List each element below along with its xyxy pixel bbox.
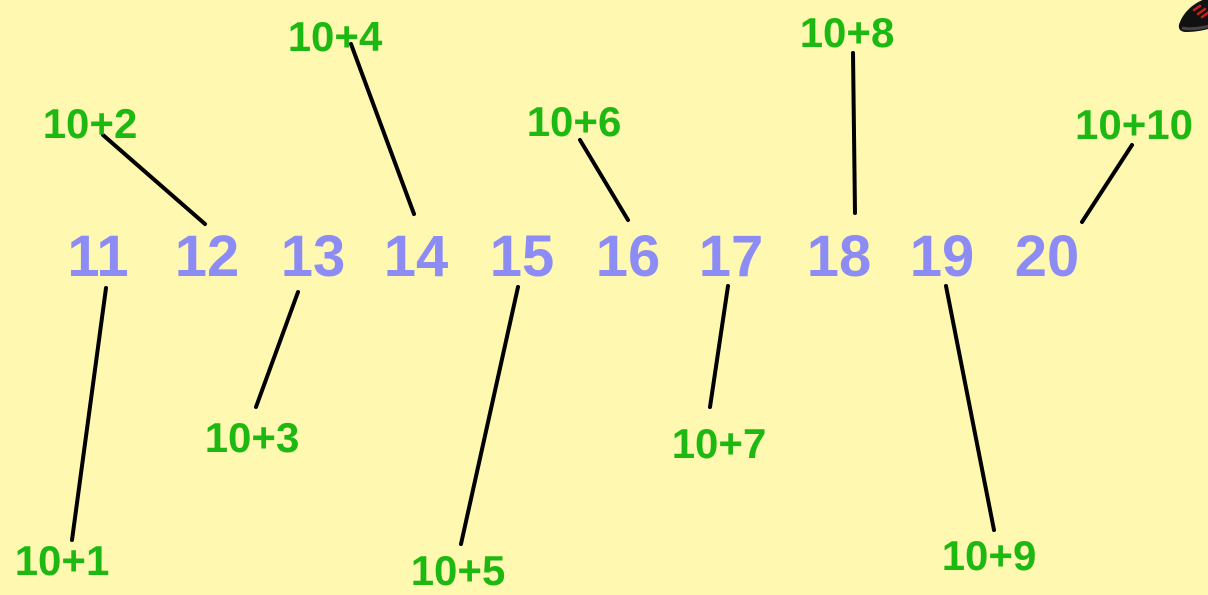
connector-line-20 — [1080, 143, 1134, 224]
sum-label-10-plus-7[interactable]: 10+7 — [671, 420, 767, 467]
sum-label-10-plus-3[interactable]: 10+3 — [204, 414, 300, 461]
connector-line-17 — [708, 284, 730, 409]
connector-line-12 — [101, 133, 207, 226]
connector-line-18 — [851, 51, 857, 215]
connector-line-15 — [459, 285, 520, 546]
sum-label-10-plus-6[interactable]: 10+6 — [526, 98, 622, 145]
sum-label-10-plus-10[interactable]: 10+10 — [1075, 101, 1193, 148]
number-20[interactable]: 20 — [1014, 224, 1080, 289]
sum-label-10-plus-1[interactable]: 10+1 — [14, 537, 110, 584]
shoe-icon — [1178, 0, 1208, 32]
number-12[interactable]: 12 — [174, 224, 240, 289]
connector-line-14 — [349, 42, 416, 216]
number-11[interactable]: 11 — [67, 224, 129, 289]
sum-label-10-plus-5[interactable]: 10+5 — [410, 547, 506, 594]
sum-label-10-plus-4[interactable]: 10+4 — [287, 13, 383, 60]
number-18[interactable]: 18 — [806, 224, 872, 289]
number-17[interactable]: 17 — [698, 224, 764, 289]
number-19[interactable]: 19 — [909, 224, 975, 289]
connector-line-13 — [254, 290, 300, 409]
number-13[interactable]: 13 — [280, 224, 346, 289]
connector-line-11 — [70, 286, 108, 542]
number-16[interactable]: 16 — [595, 224, 661, 289]
sum-label-10-plus-8[interactable]: 10+8 — [799, 9, 895, 56]
connector-line-16 — [578, 138, 630, 222]
number-15[interactable]: 15 — [489, 224, 555, 289]
number-14[interactable]: 14 — [383, 224, 449, 289]
sum-label-10-plus-9[interactable]: 10+9 — [941, 532, 1037, 579]
connector-line-19 — [944, 284, 996, 532]
sum-label-10-plus-2[interactable]: 10+2 — [42, 100, 138, 147]
